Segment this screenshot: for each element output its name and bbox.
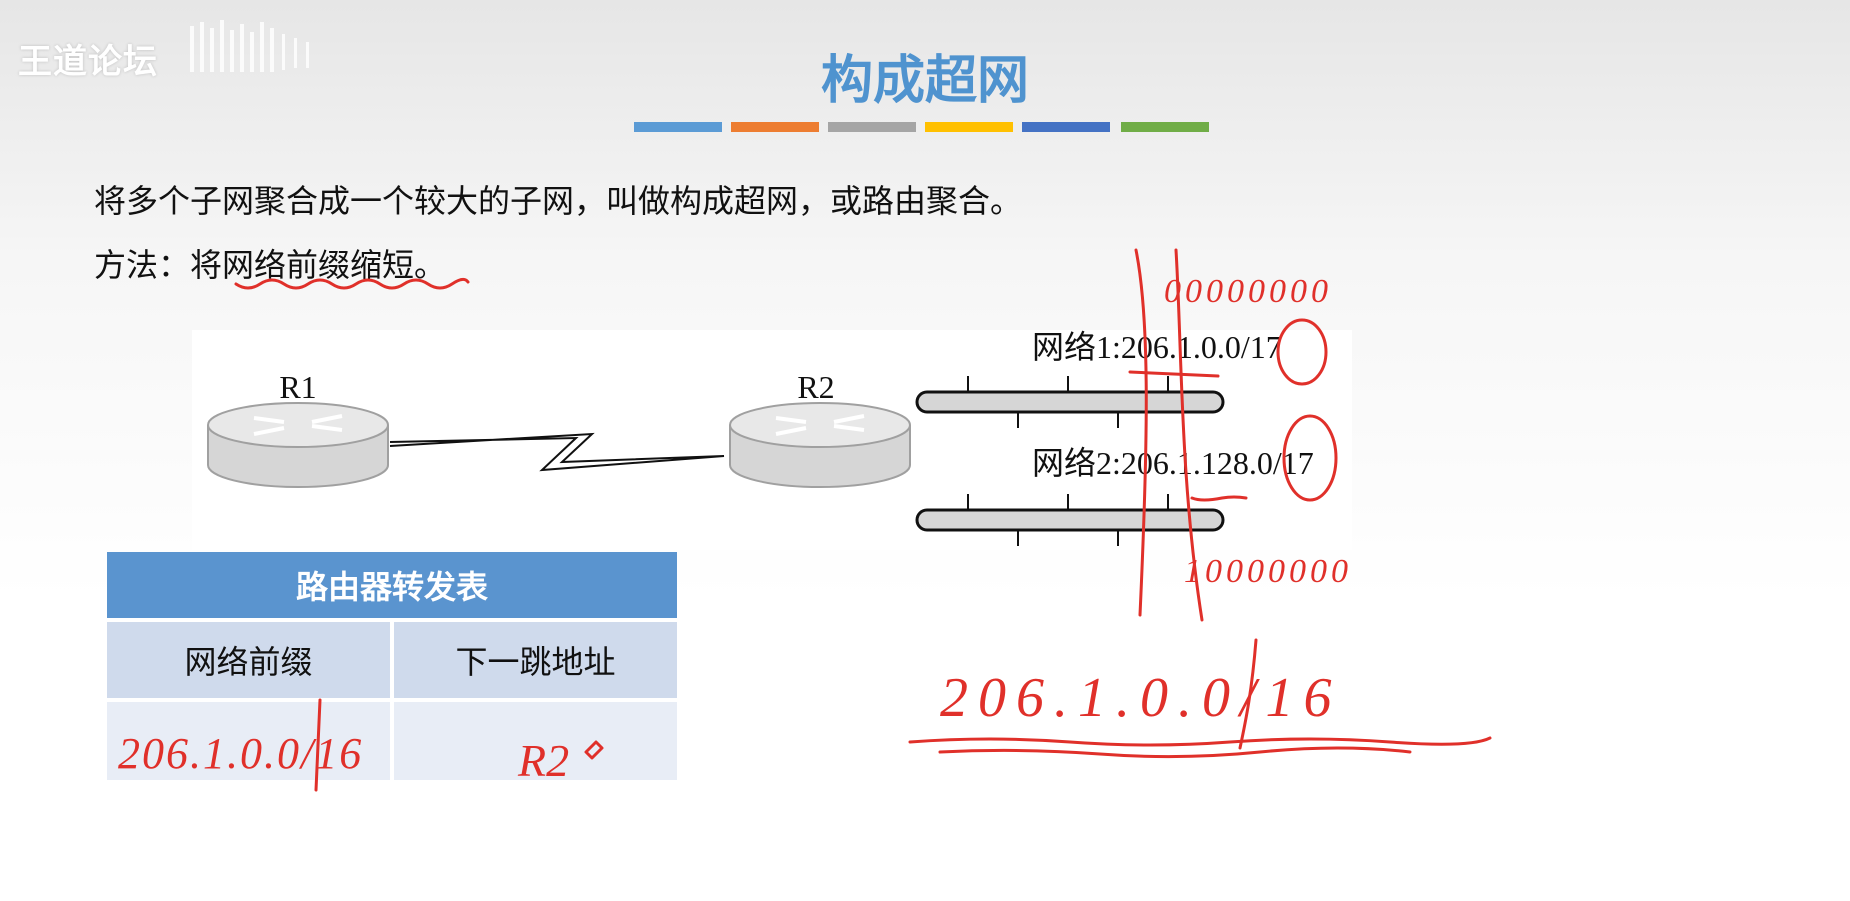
strip-segment bbox=[925, 122, 1013, 132]
definition-text: 将多个子网聚合成一个较大的子网，叫做构成超网，或路由聚合。 bbox=[94, 182, 1023, 220]
network1-label: 网络1:206.1.0.0/17 bbox=[1032, 330, 1282, 365]
slide-title: 构成超网 bbox=[820, 51, 1029, 111]
routing-table: 路由器转发表 网络前缀 下一跳地址 bbox=[107, 552, 677, 780]
watermark-bars-decoration bbox=[190, 20, 309, 72]
strip-segment bbox=[731, 122, 819, 132]
column-header-next-hop: 下一跳地址 bbox=[394, 622, 677, 698]
binary-top-annotation: 00000000 bbox=[1164, 273, 1332, 310]
routing-table-data-row bbox=[107, 702, 677, 780]
forum-watermark: 王道论坛 bbox=[18, 42, 158, 82]
strip-segment bbox=[1022, 122, 1110, 132]
result-underline-1 bbox=[908, 736, 1492, 747]
binary-bottom-annotation: 10000000 bbox=[1184, 553, 1352, 590]
network2-bus bbox=[915, 494, 1225, 546]
router-r1-label: R1 bbox=[279, 369, 316, 405]
result-underline-2 bbox=[938, 746, 1412, 759]
title-color-strip bbox=[634, 122, 1209, 132]
handwritten-next-hop-cell bbox=[394, 702, 677, 780]
column-header-prefix: 网络前缀 bbox=[107, 622, 390, 698]
strip-segment bbox=[634, 122, 722, 132]
network-diagram: R1 R2 网络1:206.1.0.0/17 bbox=[192, 329, 1352, 550]
handwritten-prefix-cell bbox=[107, 702, 390, 780]
network2-label: 网络2:206.1.128.0/17 bbox=[1032, 445, 1314, 481]
routing-table-title: 路由器转发表 bbox=[107, 552, 677, 618]
routing-table-header-row: 网络前缀 下一跳地址 bbox=[107, 622, 677, 698]
network1-bus bbox=[915, 376, 1225, 428]
result-divider bbox=[1238, 638, 1258, 750]
router-r2-label: R2 bbox=[797, 369, 834, 405]
method-text: 方法：将网络前缀缩短。 bbox=[94, 246, 447, 284]
aggregate-result-annotation: 206.1.0.0/16 bbox=[940, 667, 1342, 729]
serial-link bbox=[389, 432, 725, 472]
router-r2-icon bbox=[729, 402, 911, 488]
strip-segment bbox=[828, 122, 916, 132]
network-diagram-svg: R1 R2 网络1:206.1.0.0/17 bbox=[207, 329, 1314, 546]
router-r1-icon bbox=[207, 402, 389, 488]
strip-segment bbox=[1121, 122, 1209, 132]
